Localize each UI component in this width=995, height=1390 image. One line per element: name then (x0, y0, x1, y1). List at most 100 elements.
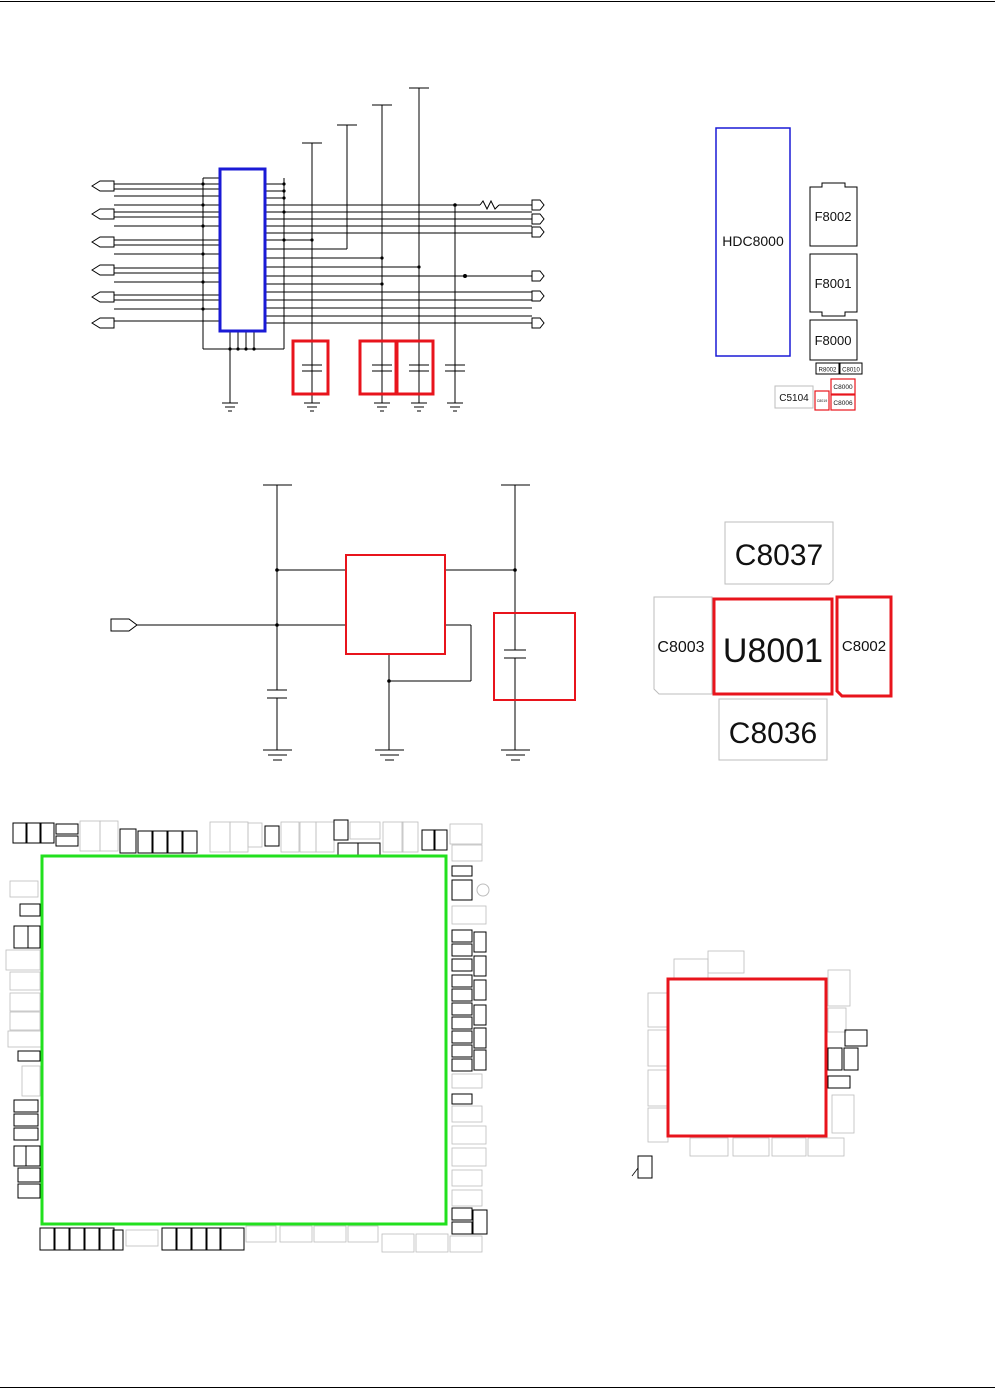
footprint-pad (9, 1011, 41, 1031)
footprint-pad (125, 1229, 159, 1247)
footprint-pad (299, 821, 317, 853)
via-pad (476, 883, 490, 897)
footprint-pad (13, 1127, 39, 1141)
cap-outline (724, 521, 834, 585)
footprint-pad (843, 1047, 859, 1071)
footprint-pad (7, 1030, 43, 1048)
port-arrow (531, 290, 545, 302)
footprint-pad (84, 1227, 100, 1251)
footprint-pad (451, 1044, 473, 1058)
footprint-pad (449, 1235, 483, 1253)
cap-red-outline (830, 378, 856, 395)
hdc-ic-label: HDC8000 (722, 233, 784, 249)
footprint-pad (451, 1002, 473, 1016)
port-arrow (531, 213, 545, 225)
footprint-pad (55, 823, 79, 835)
footprint-pad (206, 1227, 222, 1251)
footprint-pad (472, 1209, 488, 1235)
footprint-pad (451, 929, 473, 943)
footprint-pad (209, 821, 231, 853)
footprint-pad (637, 1155, 653, 1179)
footprint-pad (21, 1065, 41, 1097)
footprint-pad (451, 958, 473, 972)
footprint-pad (451, 1189, 483, 1207)
footprint-pad (415, 1233, 449, 1253)
footprint-pad (17, 1050, 41, 1062)
footprint-pad (451, 943, 473, 957)
pcb-layout-hdc: HDC8000 F8002 F8001 F8000 R8002 C8010 C5… (715, 127, 863, 411)
footprint-pad (229, 821, 249, 853)
footprint-pad (827, 1047, 843, 1071)
footprint-pad (451, 865, 473, 877)
footprint-pad (17, 1167, 41, 1183)
footprint-pad (119, 828, 137, 854)
footprint-pad (673, 958, 709, 980)
port-arrow (531, 199, 545, 211)
cap-red-outline (830, 394, 856, 411)
ground-symbol (374, 402, 390, 412)
cap-label: C5104 (779, 393, 809, 404)
junction-dots (201, 182, 467, 351)
ground-symbol (447, 402, 463, 412)
cap-outline (653, 596, 713, 695)
ic-label: U8001 (723, 632, 823, 670)
port-arrow (91, 236, 115, 248)
footprint-pad (434, 829, 448, 851)
footprint-pad (381, 1233, 415, 1253)
cap-outline (839, 362, 863, 375)
cap-red-label: C8006 (833, 400, 853, 407)
ground-symbol (304, 402, 320, 412)
port-arrow (91, 264, 115, 276)
footprint-pad (451, 1207, 473, 1221)
resistor-label: R8002 (819, 368, 837, 374)
footprint-pad (39, 1227, 55, 1251)
cap-label: C8036 (729, 717, 817, 750)
footprint-pad (315, 821, 335, 853)
footprint-pad (9, 880, 39, 898)
footprint-pad (191, 1227, 207, 1251)
cap-label: C8003 (657, 639, 704, 656)
footprint-pad (689, 1137, 729, 1157)
footprint-pad (451, 1016, 473, 1030)
footprint-pad (40, 822, 55, 844)
tiny-cap-label: C8019 (817, 399, 828, 403)
connector-highlight (218, 167, 267, 333)
cap-highlight (395, 339, 435, 396)
footprint-pad (451, 1147, 487, 1167)
footprint-pad (9, 992, 41, 1012)
port-arrow (91, 291, 115, 303)
cap-outline (835, 595, 893, 698)
footprint-pad (13, 1099, 39, 1113)
footprint-pad (79, 820, 101, 852)
footprint-pad (827, 1007, 847, 1033)
footprint-pad (313, 1225, 347, 1243)
port-arrow (531, 270, 545, 282)
footprint-pad (732, 1137, 770, 1157)
footprint-pad (333, 819, 349, 841)
footprint-pad (473, 1004, 487, 1026)
footprint-pad (13, 1113, 39, 1127)
fuse-outline (809, 253, 858, 317)
footprint-pad (451, 1221, 473, 1235)
footprint-pad (473, 955, 487, 977)
footprint-pad (807, 1137, 845, 1157)
port-arrow (531, 317, 545, 329)
footprint-pad (99, 1227, 115, 1251)
secondary-ic-highlight (666, 977, 828, 1138)
footprint-pad (9, 971, 41, 991)
footprint-pad (647, 992, 669, 1028)
ground-symbol (501, 749, 530, 761)
cap-label: C8002 (842, 638, 886, 655)
footprint-pad (473, 1027, 487, 1049)
hdc-ic-outline (715, 127, 791, 357)
footprint-pad (55, 835, 79, 847)
footprint-pad (167, 830, 183, 854)
footprint-pad (12, 822, 27, 844)
footprint-pad (247, 822, 263, 848)
footprint-pad (451, 974, 473, 988)
footprint-pad (827, 1075, 851, 1089)
footprint-pad (69, 1227, 85, 1251)
schematic-connector-circuit (91, 87, 545, 412)
footprint-pad (54, 1227, 70, 1251)
